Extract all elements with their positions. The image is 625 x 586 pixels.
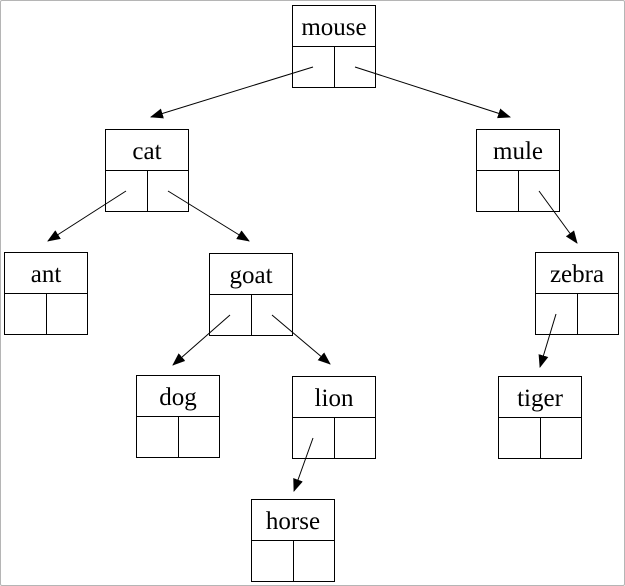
node-pointer-cells — [137, 417, 219, 457]
tree-node-tiger: tiger — [498, 376, 582, 459]
node-label: ant — [5, 253, 87, 294]
right-pointer-cell — [578, 294, 619, 334]
node-label: dog — [137, 376, 219, 417]
left-pointer-cell — [106, 171, 148, 211]
right-pointer-cell — [335, 418, 376, 458]
edge-mouse-right-mule — [354, 66, 511, 119]
right-pointer-cell — [252, 295, 293, 335]
tree-node-zebra: zebra — [535, 252, 619, 335]
node-pointer-cells — [252, 541, 334, 581]
tree-node-horse: horse — [251, 499, 335, 582]
tree-node-cat: cat — [105, 129, 189, 212]
left-pointer-cell — [536, 294, 578, 334]
left-pointer-cell — [477, 171, 519, 211]
tree-node-ant: ant — [4, 252, 88, 335]
right-pointer-cell — [541, 418, 582, 458]
right-pointer-cell — [294, 541, 335, 581]
node-label: horse — [252, 500, 334, 541]
left-pointer-cell — [499, 418, 541, 458]
tree-node-mule: mule — [476, 129, 560, 212]
node-pointer-cells — [477, 171, 559, 211]
left-pointer-cell — [210, 295, 252, 335]
edge-mouse-left-cat — [150, 66, 314, 119]
tree-node-mouse: mouse — [292, 5, 376, 88]
node-pointer-cells — [293, 418, 375, 458]
node-pointer-cells — [536, 294, 618, 334]
left-pointer-cell — [293, 418, 335, 458]
tree-node-dog: dog — [136, 375, 220, 458]
node-pointer-cells — [293, 47, 375, 87]
node-label: cat — [106, 130, 188, 171]
right-pointer-cell — [335, 47, 376, 87]
left-pointer-cell — [5, 294, 47, 334]
node-label: mule — [477, 130, 559, 171]
node-label: lion — [293, 377, 375, 418]
node-pointer-cells — [106, 171, 188, 211]
right-pointer-cell — [148, 171, 189, 211]
tree-node-lion: lion — [292, 376, 376, 459]
node-pointer-cells — [210, 295, 292, 335]
right-pointer-cell — [179, 417, 220, 457]
node-label: zebra — [536, 253, 618, 294]
left-pointer-cell — [293, 47, 335, 87]
tree-node-goat: goat — [209, 253, 293, 336]
node-pointer-cells — [5, 294, 87, 334]
right-pointer-cell — [519, 171, 560, 211]
node-label: mouse — [293, 6, 375, 47]
left-pointer-cell — [252, 541, 294, 581]
node-pointer-cells — [499, 418, 581, 458]
right-pointer-cell — [47, 294, 88, 334]
left-pointer-cell — [137, 417, 179, 457]
node-label: goat — [210, 254, 292, 295]
node-label: tiger — [499, 377, 581, 418]
